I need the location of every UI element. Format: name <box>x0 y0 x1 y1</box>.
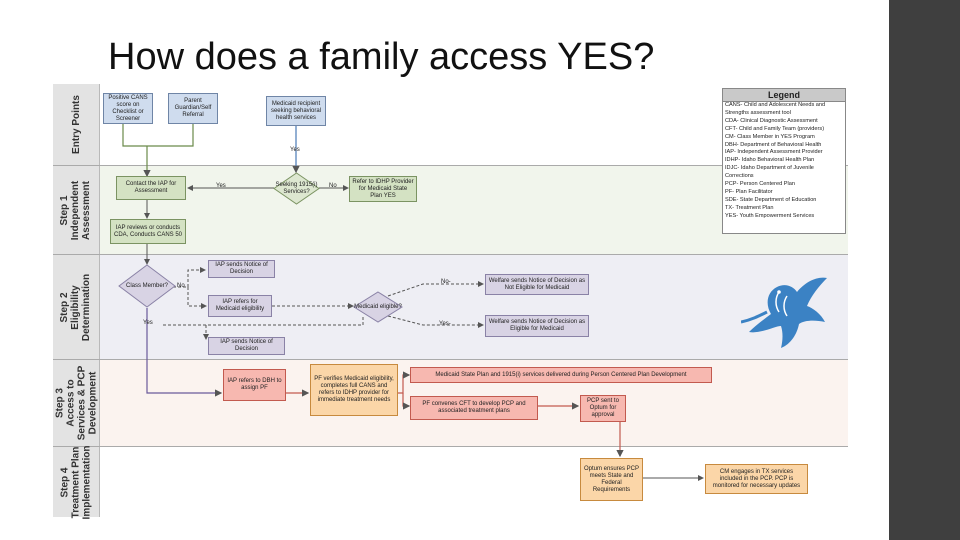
legend-item: Strengths assessment tool <box>725 109 791 116</box>
node-iap-notice-1: IAP sends Notice of Decision <box>208 260 275 278</box>
legend-title: Legend <box>723 89 845 102</box>
node-refer-idhp: Refer to IDHP Provider for Medicaid Stat… <box>349 176 417 202</box>
node-pf-convenes: PF convenes CFT to develop PCP and assoc… <box>410 396 538 420</box>
node-class-member: Class Member? <box>118 264 176 308</box>
node-seeking-1915: Seeking 1915(i) Services? <box>273 172 320 205</box>
edge-label-yes-4: Yes <box>143 320 153 326</box>
swimlane-flowchart: Entry Points Step 1 Independent Assessme… <box>53 84 848 519</box>
legend-item: IDHP- Idaho Behavioral Health Plan <box>725 157 815 164</box>
legend-item: DBH- Department of Behavioral Health <box>725 141 822 148</box>
legend-item: PCP- Person Centered Plan <box>725 181 795 188</box>
node-welfare-not-eligible: Welfare sends Notice of Decision as Not … <box>485 274 589 295</box>
node-contact-iap: Contact the IAP for Assessment <box>116 176 186 200</box>
lane-label-step4: Step 4 Treatment Plan Implementation <box>53 445 100 519</box>
node-pcp-sent: PCP sent to Optum for approval <box>580 395 626 422</box>
slide-title: How does a family access YES? <box>108 36 655 78</box>
node-pf-verifies: PF verifies Medicaid eligibility, comple… <box>310 364 398 416</box>
node-optum-ensures: Optum ensures PCP meets State and Federa… <box>580 458 643 501</box>
bird-logo-icon <box>741 277 827 348</box>
legend-item: PF- Plan Facilitator <box>725 188 773 195</box>
lane-label-step3: Step 3 Access to Services & PCP Developm… <box>53 360 100 446</box>
edge-label-no-1: No <box>329 183 337 189</box>
node-iap-notice-2: IAP sends Notice of Decision <box>208 337 285 355</box>
legend-item: CDA- Clinical Diagnostic Assessment <box>725 117 818 124</box>
lane-step2: Step 2 Eligibility Determination <box>53 255 848 360</box>
lane-label-step1: Step 1 Independent Assessment <box>53 166 100 254</box>
legend: Legend CANS- Child and Adolescent Needs … <box>722 88 846 234</box>
legend-item: CFT- Child and Family Team (providers) <box>725 125 825 132</box>
legend-item: IDJC- Idaho Department of Juvenile <box>725 165 814 172</box>
node-iap-reviews: IAP reviews or conducts CDA, Conducts CA… <box>110 219 186 244</box>
edge-label-yes-1: Yes <box>290 147 300 153</box>
legend-item: YES- Youth Empowerment Services <box>725 212 815 219</box>
lane-label-step2: Step 2 Eligibility Determination <box>53 255 100 359</box>
legend-item: SDE- State Department of Education <box>725 196 817 203</box>
lane-label-entry: Entry Points <box>53 84 100 165</box>
node-iap-refers-medicaid: IAP refers for Medicaid eligibility <box>208 295 272 317</box>
node-parent-referral: Parent Guardian/Self Referral <box>168 93 218 124</box>
node-positive-cans: Positive CANS score on Checklist or Scre… <box>103 93 153 124</box>
edge-label-yes-2: Yes <box>216 183 226 189</box>
edge-label-yes-3: Yes- <box>439 321 451 327</box>
edge-label-no-2: No <box>177 283 185 289</box>
right-sidebar-bar <box>889 0 960 540</box>
legend-item: TX- Treatment Plan <box>725 204 774 211</box>
node-iap-refers-dbh: IAP refers to DBH to assign PF <box>223 369 286 401</box>
node-medicaid-eligible: Medicaid eligible? <box>353 291 403 323</box>
node-medicaid-recipient: Medicaid recipient seeking behavioral he… <box>266 96 326 126</box>
node-medicaid-state-plan: Medicaid State Plan and 1915(i) services… <box>410 367 712 383</box>
edge-label-no-3: No- <box>441 279 451 285</box>
legend-item: CM- Class Member in YES Program <box>725 133 815 140</box>
legend-item: CANS- Child and Adolescent Needs and <box>725 102 826 108</box>
connector-lines <box>122 123 704 481</box>
legend-item: Corrections <box>725 173 754 180</box>
legend-item: IAP- Independent Assessment Provider <box>725 149 823 156</box>
node-welfare-eligible: Welfare sends Notice of Decision as Elig… <box>485 315 589 337</box>
node-cm-engages: CM engages in TX services included in th… <box>705 464 808 494</box>
